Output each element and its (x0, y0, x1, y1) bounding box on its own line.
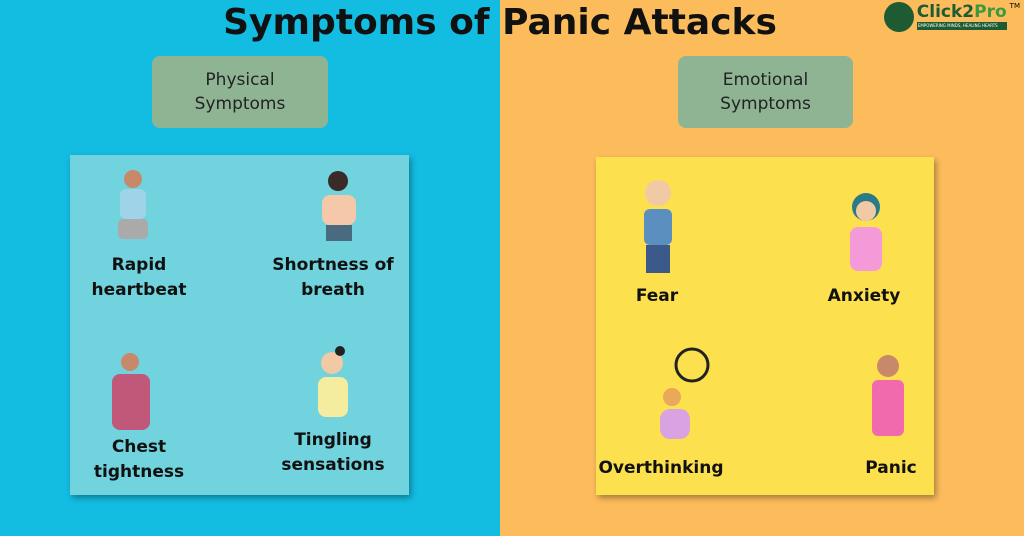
symptom-tingling-sensations: Tingling sensations (281, 430, 385, 475)
symptom-rapid-heartbeat: Rapid heartbeat (91, 255, 187, 300)
emotional-panel: Fear Anxiety Overthinking Panic (596, 157, 934, 495)
overthinking-illustration (660, 347, 710, 439)
logo-tagline: EMPOWERING MINDS, HEALING HEARTS (916, 22, 1007, 30)
panic-illustration (872, 355, 904, 436)
emotional-symptoms-label: Emotional Symptoms (678, 56, 853, 128)
symptom-overthinking: Overthinking (598, 458, 724, 478)
physical-symptoms-label: Physical Symptoms (152, 56, 328, 128)
shortness-of-breath-illustration (322, 171, 356, 241)
symptom-shortness-of-breath: Shortness of breath (272, 255, 394, 300)
rapid-heartbeat-illustration (118, 170, 148, 239)
click2pro-logo: Click2Pro EMPOWERING MINDS, HEALING HEAR… (883, 2, 1020, 32)
tingling-sensations-illustration (318, 346, 348, 417)
logo-icon (883, 2, 914, 32)
fear-illustration (644, 180, 672, 273)
physical-panel: Rapid heartbeat Shortness of breath Ches… (70, 155, 409, 495)
symptom-panic: Panic (865, 458, 917, 478)
symptom-fear: Fear (635, 286, 679, 306)
logo-name: Click2 (916, 2, 975, 22)
page-title: Symptoms of Panic Attacks (223, 2, 777, 43)
chest-tightness-illustration (112, 353, 150, 430)
symptom-anxiety: Anxiety (827, 286, 901, 306)
logo-name-pro: Pro (974, 2, 1007, 22)
symptom-chest-tightness: Chest tightness (93, 437, 185, 482)
anxiety-illustration (850, 193, 882, 271)
logo-tm: TM (1009, 2, 1020, 10)
